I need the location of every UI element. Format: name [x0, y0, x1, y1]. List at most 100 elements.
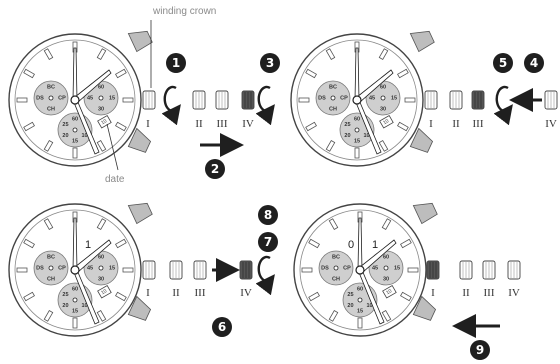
- bottom-subdial-b-pin: [354, 127, 360, 133]
- pusher-b-1: [409, 127, 434, 153]
- left-subdial-c-label-1: CP: [58, 265, 66, 271]
- rotate-arrow-step3: [255, 85, 275, 126]
- step-badge-6: 6: [212, 317, 232, 337]
- bottom-subdial-a-label-5: 25: [62, 122, 68, 128]
- left-subdial-a-label-1: CP: [58, 95, 66, 101]
- date-leader: [106, 123, 119, 171]
- position-label-II-a: II: [195, 118, 203, 130]
- bottom-subdial-a-label-3: 15: [72, 138, 78, 144]
- pusher-b-0: [409, 30, 435, 53]
- position-label-III-a: III: [216, 118, 228, 130]
- crown-c-pos2: [169, 260, 183, 280]
- step-badge-9: 9: [470, 340, 490, 360]
- hour-marker-b-3: [404, 97, 416, 103]
- bottom-subdial-a-label-4: 20: [62, 133, 68, 139]
- hour-marker-b-6: [354, 147, 360, 159]
- right-subdial-b-label-2: 30: [380, 106, 386, 112]
- hour-marker-b-8: [305, 121, 317, 132]
- hour-marker-a-7: [43, 140, 54, 152]
- pusher-d-1: [412, 295, 437, 321]
- left-subdial-c-label-2: CH: [47, 276, 55, 282]
- left-subdial-a-label-3: DS: [36, 95, 44, 101]
- left-subdial-d-label-1: CP: [343, 265, 351, 271]
- hour-marker-d-9: [301, 267, 313, 273]
- right-subdial-c-label-2: 30: [98, 276, 104, 282]
- step-badge-3: 3: [260, 53, 280, 73]
- position-label-II-d: II: [462, 287, 470, 299]
- left-subdial-a-label-2: CH: [47, 106, 55, 112]
- pusher-c-1: [127, 295, 152, 321]
- position-label-III-b: III: [472, 118, 484, 130]
- date-window-c: [97, 284, 112, 299]
- rotate-arrow-step5: [493, 85, 513, 126]
- bottom-subdial-c-label-4: 20: [62, 303, 68, 309]
- left-subdial-b-pin: [330, 95, 336, 101]
- hand-mark-0-d: 0: [348, 239, 355, 251]
- bottom-subdial-c-label-3: 15: [72, 308, 78, 314]
- right-subdial-c-pin: [98, 265, 104, 271]
- crown-b-pos1: [424, 90, 438, 110]
- hour-marker-d-6: [357, 317, 363, 329]
- bottom-subdial-b-label-4: 20: [344, 133, 350, 139]
- hour-marker-a-1: [96, 48, 107, 60]
- crown-d-pos1: [426, 260, 440, 280]
- bottom-subdial-c-pin: [72, 297, 78, 303]
- right-subdial-a-label-3: 45: [87, 95, 93, 101]
- minute-hand-d: [357, 217, 363, 271]
- bottom-subdial-d-label-3: 15: [357, 308, 363, 314]
- position-label-IV-a: IV: [242, 118, 254, 130]
- hour-marker-c-7: [43, 310, 54, 322]
- right-subdial-a-label-1: 15: [109, 95, 115, 101]
- bottom-subdial-d-label-2: 10: [366, 303, 372, 309]
- bottom-subdial-a-pin: [72, 127, 78, 133]
- hour-marker-a-11: [43, 48, 54, 60]
- hand-mark-1-d: 1: [372, 239, 379, 251]
- right-subdial-d-label-2: 30: [383, 276, 389, 282]
- right-subdial-b-label-3: 45: [369, 95, 375, 101]
- crown-a-pos4: [241, 90, 255, 110]
- left-subdial-c-label-0: BC: [47, 254, 55, 260]
- bottom-subdial-d-label-0: 60: [357, 286, 363, 292]
- crown-b-pos4: [544, 90, 558, 110]
- step-badge-2: 2: [205, 159, 225, 179]
- hour-marker-d-1: [381, 218, 392, 230]
- right-subdial-b-label-1: 15: [391, 95, 397, 101]
- step-badge-7: 7: [258, 232, 278, 252]
- left-subdial-d-label-2: CH: [332, 276, 340, 282]
- step-badge-8: 8: [258, 205, 278, 225]
- rotate-arrow-step7: [255, 255, 275, 296]
- center-pin-a: [70, 95, 80, 105]
- watch-d: BCCPCHDS601530456051015202510: [293, 202, 438, 337]
- pusher-c-0: [127, 202, 153, 225]
- hour-marker-c-8: [23, 291, 35, 302]
- watch-c: BCCPCHDS601530456051015202510: [8, 202, 153, 337]
- minute-hand-a: [72, 47, 78, 101]
- hour-marker-b-7: [325, 140, 336, 152]
- hour-marker-b-5: [378, 140, 389, 152]
- date-window-value-a: 10: [100, 118, 108, 126]
- bottom-subdial-d-pin: [357, 297, 363, 303]
- hour-marker-d-2: [400, 238, 412, 249]
- hour-marker-a-2: [115, 68, 127, 79]
- bottom-subdial-a-label-2: 10: [81, 133, 87, 139]
- position-label-IV-d: IV: [508, 287, 520, 299]
- hour-marker-b-9: [298, 97, 310, 103]
- crown-c-pos4: [239, 260, 253, 280]
- position-label-I-d: I: [431, 287, 435, 299]
- bottom-subdial-c-label-5: 25: [62, 292, 68, 298]
- left-subdial-a-label-0: BC: [47, 84, 55, 90]
- hour-marker-c-9: [16, 267, 28, 273]
- hour-marker-c-5: [96, 310, 107, 322]
- hour-marker-a-9: [16, 97, 28, 103]
- bottom-subdial-b-label-0: 60: [354, 116, 360, 122]
- left-subdial-b-label-0: BC: [329, 84, 337, 90]
- bottom-subdial-c-label-0: 60: [72, 286, 78, 292]
- left-subdial-b-label-3: DS: [318, 95, 326, 101]
- right-subdial-d-label-3: 45: [372, 265, 378, 271]
- hour-marker-c-11: [43, 218, 54, 230]
- right-subdial-d-label-0: 60: [383, 254, 389, 260]
- hour-marker-a-4: [115, 121, 127, 132]
- hour-marker-b-11: [325, 48, 336, 60]
